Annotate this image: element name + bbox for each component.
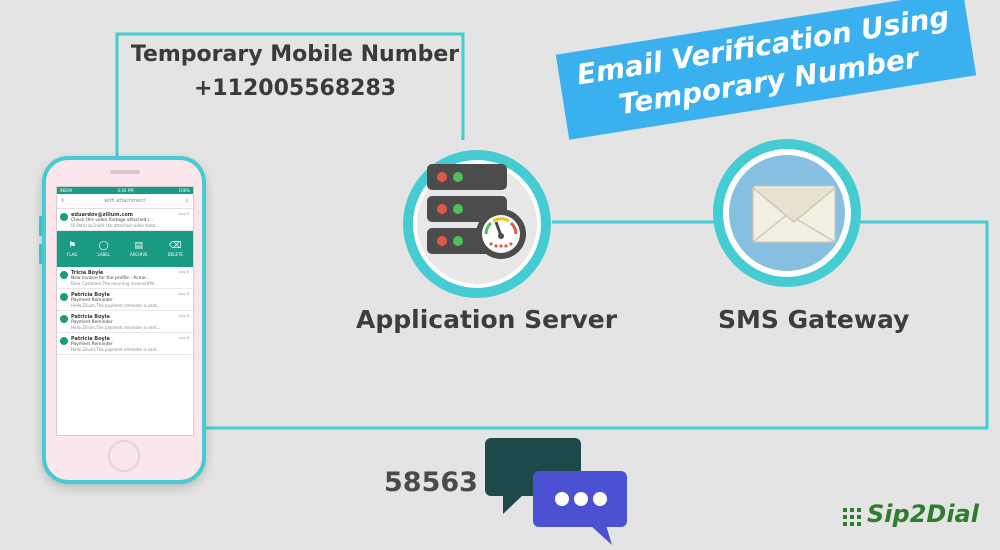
action-label: ARCHIVE xyxy=(130,252,148,257)
mail-date: Aug 8 xyxy=(178,336,189,340)
mail-subject: Payment Reminder xyxy=(71,342,113,347)
mail-subject: Payment Reminder xyxy=(71,298,113,303)
mail-action-bar: ⚑FLAG ◯LABEL ▤ARCHIVE ⌫DELETE xyxy=(57,231,193,267)
action-label: DELETE xyxy=(167,252,183,257)
temporary-number-title: Temporary Mobile Number xyxy=(130,42,460,67)
mail-date: Aug 8 xyxy=(178,292,189,296)
search-icon: ⚲ xyxy=(61,198,65,204)
avatar xyxy=(60,213,68,221)
archive-action[interactable]: ▤ARCHIVE xyxy=(130,241,148,257)
mail-item[interactable]: eduardov@zilium.com Check this video foo… xyxy=(57,209,193,231)
phone-side-button xyxy=(39,244,42,264)
mail-from: Patricia Boyle xyxy=(71,292,110,298)
download-icon[interactable]: ↧ xyxy=(184,198,189,204)
status-time: 4:34 PM xyxy=(117,188,134,193)
mail-date: Aug 9 xyxy=(178,212,189,216)
phone-home-button xyxy=(108,440,140,472)
mail-from: Patricia Boyle xyxy=(71,336,110,342)
action-label: LABEL xyxy=(97,252,110,257)
avatar xyxy=(60,293,68,301)
trash-icon: ⌫ xyxy=(168,241,182,251)
sms-gateway-label: SMS Gateway xyxy=(718,305,910,334)
logo-text: Sip2Dial xyxy=(867,500,979,528)
avatar xyxy=(60,315,68,323)
archive-icon: ▤ xyxy=(134,241,144,251)
tag-icon: ◯ xyxy=(98,241,109,251)
phone-screen: INBOX 4:34 PM 100% ⚲ with attachment ↧ e… xyxy=(56,186,194,436)
server-icon xyxy=(403,150,551,298)
search-placeholder: with attachment xyxy=(104,198,146,204)
status-battery: 100% xyxy=(178,188,190,193)
label-action[interactable]: ◯LABEL xyxy=(97,241,110,257)
mobile-phone: INBOX 4:34 PM 100% ⚲ with attachment ↧ e… xyxy=(39,156,206,484)
mail-date: Aug 8 xyxy=(178,314,189,318)
avatar xyxy=(60,337,68,345)
action-label: FLAG xyxy=(67,252,78,257)
mail-snippet: Hi Patricia,Check the attached video foo… xyxy=(71,223,160,228)
mail-subject: New invoice for the profile - Acme... xyxy=(71,276,150,281)
connector-gateway-to-phone xyxy=(206,220,989,430)
mail-snippet: Hello Zilium,The payment reminder is sen… xyxy=(71,325,161,330)
flag-icon: ⚑ xyxy=(68,241,77,251)
phone-side-button xyxy=(39,216,42,236)
mail-snippet: Dear Customer,The recurring invoice(#W..… xyxy=(71,281,158,286)
verification-code: 58563 xyxy=(384,467,478,498)
connector-phone-to-server xyxy=(115,32,465,160)
status-left: INBOX xyxy=(60,188,73,193)
mail-from: Patricia Boyle xyxy=(71,314,110,320)
temporary-number-label: Temporary Mobile Number +112005568283 xyxy=(120,38,470,106)
mail-item[interactable]: Patricia Boyle Payment Reminder Hello Zi… xyxy=(57,333,193,355)
logo-dots-icon xyxy=(843,508,861,526)
avatar xyxy=(60,271,68,279)
application-server-label: Application Server xyxy=(356,305,618,334)
mail-snippet: Hello Zilium,The payment reminder is sen… xyxy=(71,303,161,308)
mail-search-bar[interactable]: ⚲ with attachment ↧ xyxy=(57,194,193,209)
phone-status-bar: INBOX 4:34 PM 100% xyxy=(57,187,193,194)
flag-action[interactable]: ⚑FLAG xyxy=(67,241,77,257)
mail-item[interactable]: Tricia Boyle New invoice for the profile… xyxy=(57,267,193,289)
temporary-number-value: +112005568283 xyxy=(193,76,397,101)
mail-from: Tricia Boyle xyxy=(71,270,104,276)
mail-from: eduardov@zilium.com xyxy=(71,212,133,218)
mail-item[interactable]: Patricia Boyle Payment Reminder Hello Zi… xyxy=(57,289,193,311)
chat-bubbles-icon xyxy=(485,438,627,545)
envelope-icon xyxy=(713,139,861,287)
mail-item[interactable]: Patricia Boyle Payment Reminder Hello Zi… xyxy=(57,311,193,333)
mail-subject: Check this video footage attached l... xyxy=(71,218,154,223)
delete-action[interactable]: ⌫DELETE xyxy=(168,241,183,257)
mail-subject: Payment Reminder xyxy=(71,320,113,325)
mail-snippet: Hello Zilium,The payment reminder is sen… xyxy=(71,347,161,352)
sip2dial-logo: Sip2Dial xyxy=(843,500,993,532)
mail-date: Aug 8 xyxy=(178,270,189,274)
phone-speaker xyxy=(110,170,140,174)
